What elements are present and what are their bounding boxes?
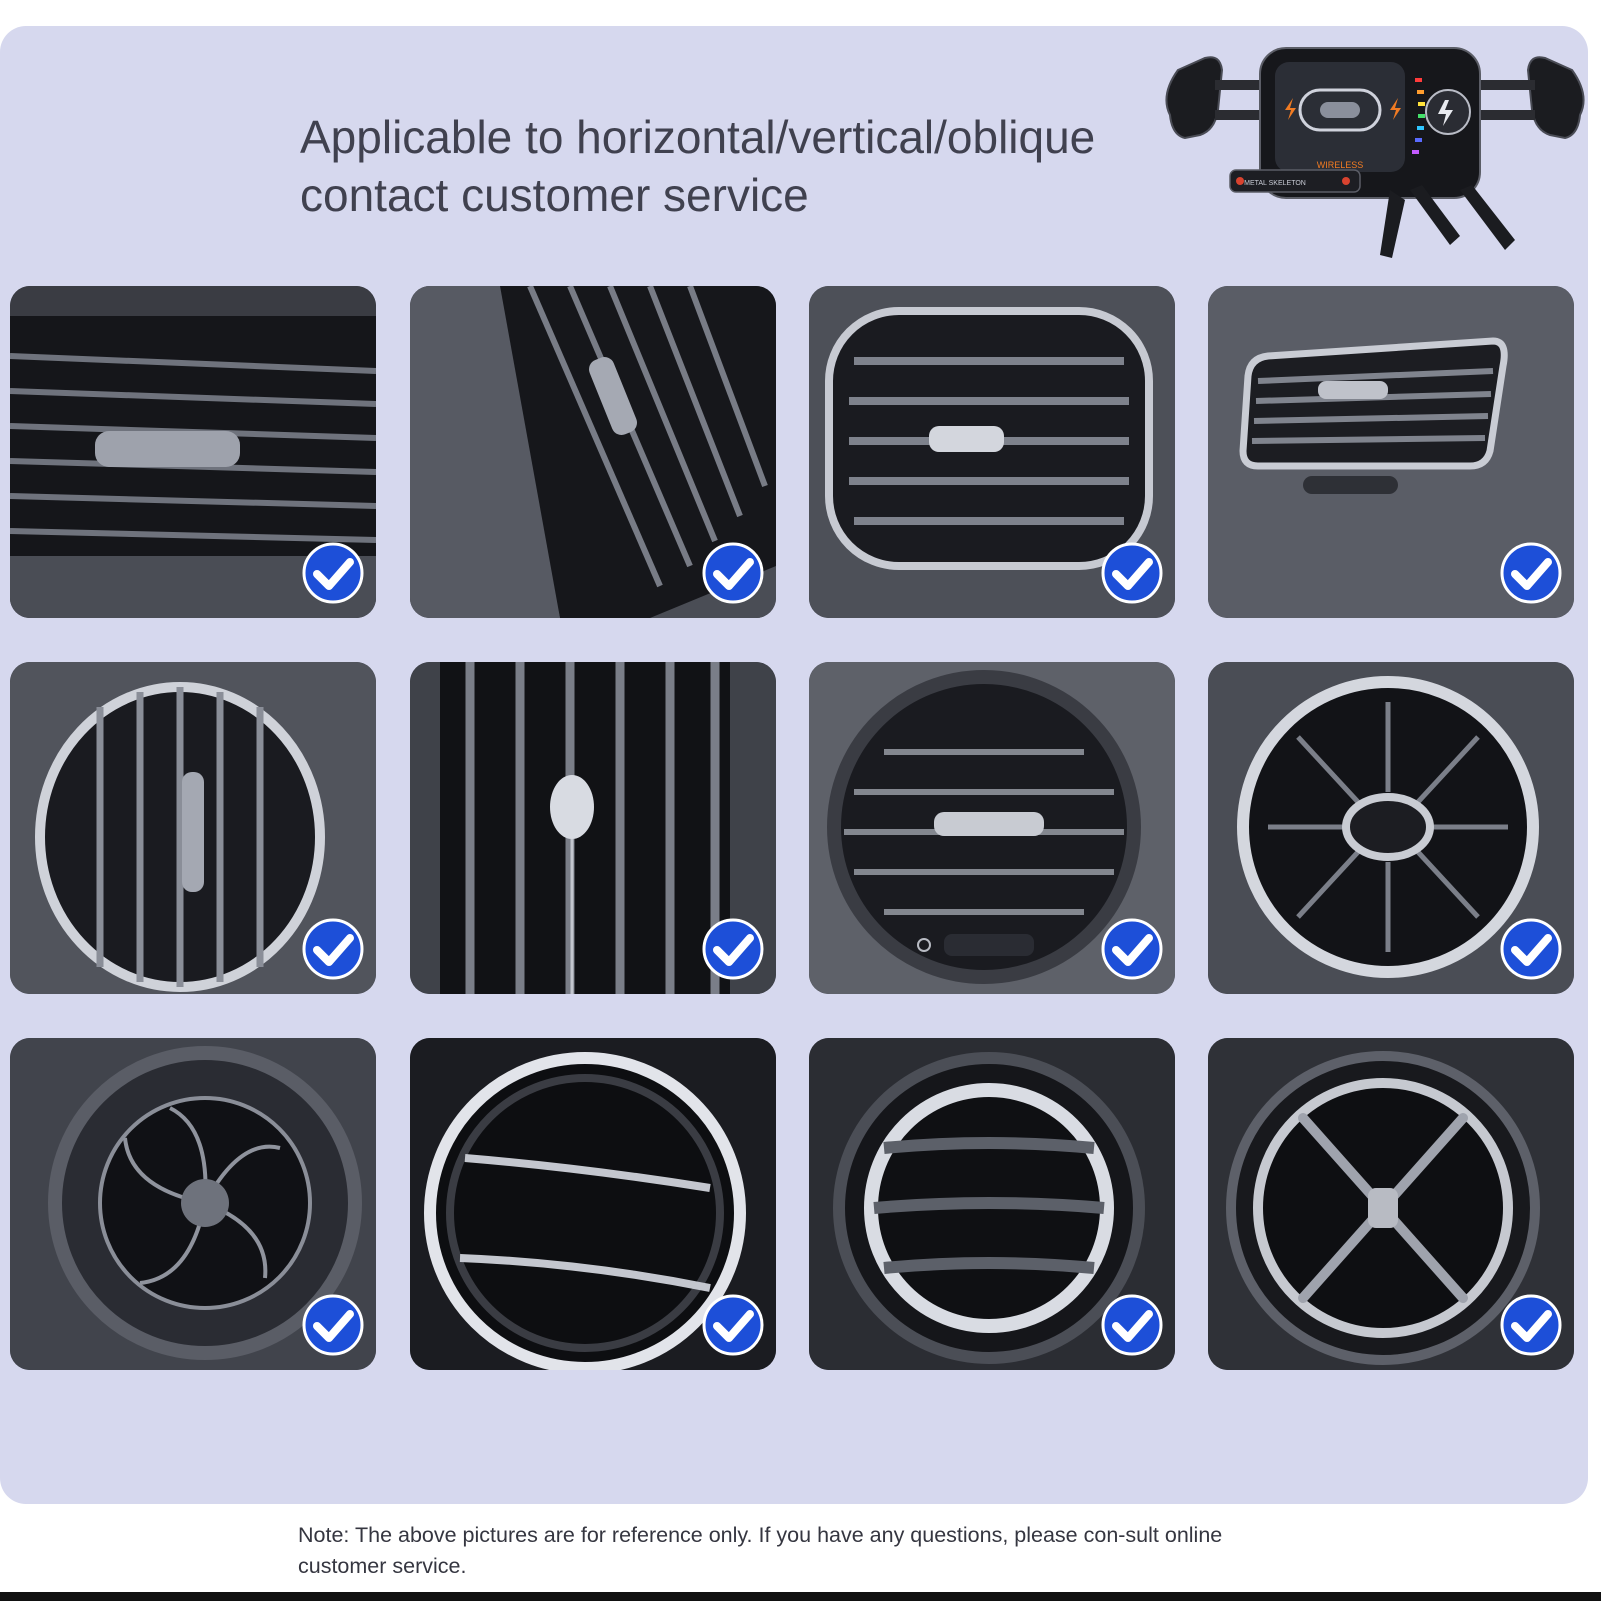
checkmark-icon xyxy=(1500,542,1562,604)
vent-photo-round-chrome-ring xyxy=(809,1038,1175,1370)
vent-photo-fan-round xyxy=(10,1038,376,1370)
product-label-bottom: METAL SKELETON xyxy=(1244,180,1306,187)
vent-photo-round-vertical-slat xyxy=(10,662,376,994)
page-title: Applicable to horizontal/vertical/obliqu… xyxy=(300,108,1095,224)
checkmark-icon xyxy=(702,1294,764,1356)
vent-photo-oval-slat xyxy=(809,286,1175,618)
product-label-top: WIRELESS xyxy=(1317,160,1364,170)
round-horizontal-vent-illustration xyxy=(809,662,1175,994)
round-curved-vent-illustration xyxy=(410,1038,776,1370)
checkmark-icon xyxy=(1101,542,1163,604)
checkmark-icon xyxy=(302,1294,364,1356)
phone-holder-product-image: WIRELESS METAL SKELETON xyxy=(1165,47,1585,258)
title-line-1: Applicable to horizontal/vertical/obliqu… xyxy=(300,111,1096,163)
vent-photo-round-x-cross xyxy=(1208,1038,1574,1370)
bottom-border xyxy=(0,1592,1601,1601)
vent-photo-round-horizontal-slat xyxy=(809,662,1175,994)
checkmark-icon xyxy=(702,918,764,980)
checkmark-icon xyxy=(1101,1294,1163,1356)
checkmark-icon xyxy=(302,542,364,604)
checkmark-icon xyxy=(1101,918,1163,980)
title-line-2: contact customer service xyxy=(300,169,809,221)
vent-photo-vertical-slat-crystal xyxy=(410,662,776,994)
vent-photo-vertical-oblique-slat xyxy=(410,286,776,618)
checkmark-icon xyxy=(302,918,364,980)
vent-photo-turbine-round xyxy=(1208,662,1574,994)
vertical-vent-crystal-illustration xyxy=(410,662,776,994)
trapezoid-vent-illustration xyxy=(1208,286,1574,618)
checkmark-icon xyxy=(702,542,764,604)
oval-vent-illustration xyxy=(809,286,1175,618)
reference-note: Note: The above pictures are for referen… xyxy=(298,1523,1223,1578)
vent-photo-round-curved-slat xyxy=(410,1038,776,1370)
checkmark-icon xyxy=(1500,1294,1562,1356)
checkmark-icon xyxy=(1500,918,1562,980)
round-vertical-vent-illustration xyxy=(10,662,376,994)
vent-photo-horizontal-slat xyxy=(10,286,376,618)
vent-photo-trapezoid-slat xyxy=(1208,286,1574,618)
